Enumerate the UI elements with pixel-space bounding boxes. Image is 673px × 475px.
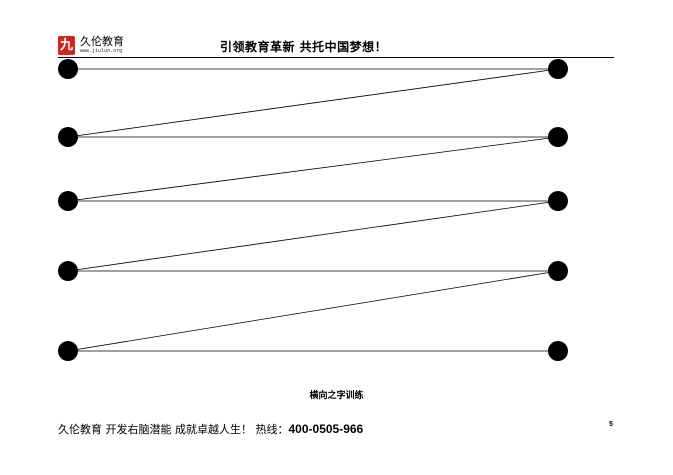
left-points — [58, 59, 78, 361]
logo-name: 久伦教育 — [80, 35, 124, 48]
right-point-4 — [548, 261, 568, 281]
footer-text: 久伦教育 开发右脑潜能 成就卓越人生！ 热线： — [58, 423, 289, 436]
diagonal-line-1 — [67, 68, 559, 138]
left-point-2 — [58, 127, 78, 147]
logo-mark-icon: 九 — [58, 36, 75, 55]
header-rule — [58, 57, 614, 58]
diagonal-line-4 — [67, 270, 559, 352]
connecting-lines — [67, 68, 559, 352]
right-points — [548, 59, 568, 361]
diagonal-line-2 — [67, 136, 559, 202]
left-point-1 — [58, 59, 78, 79]
page-number: 5 — [609, 421, 613, 428]
right-point-1 — [548, 59, 568, 79]
logo: 九 久伦教育 www.jiulun.org — [58, 36, 138, 56]
diagram-caption: 横向之字训练 — [309, 391, 364, 401]
logo-url: www.jiulun.org — [80, 48, 123, 54]
left-point-5 — [58, 341, 78, 361]
right-point-3 — [548, 191, 568, 211]
footer: 久伦教育 开发右脑潜能 成就卓越人生！ 热线：400-0505-966 — [58, 421, 363, 437]
header-slogan: 引领教育革新 共托中国梦想！ — [220, 40, 388, 54]
left-point-4 — [58, 261, 78, 281]
diagonal-line-3 — [67, 200, 559, 272]
right-point-2 — [548, 127, 568, 147]
right-point-5 — [548, 341, 568, 361]
left-point-3 — [58, 191, 78, 211]
hotline-number: 400-0505-966 — [288, 422, 364, 436]
